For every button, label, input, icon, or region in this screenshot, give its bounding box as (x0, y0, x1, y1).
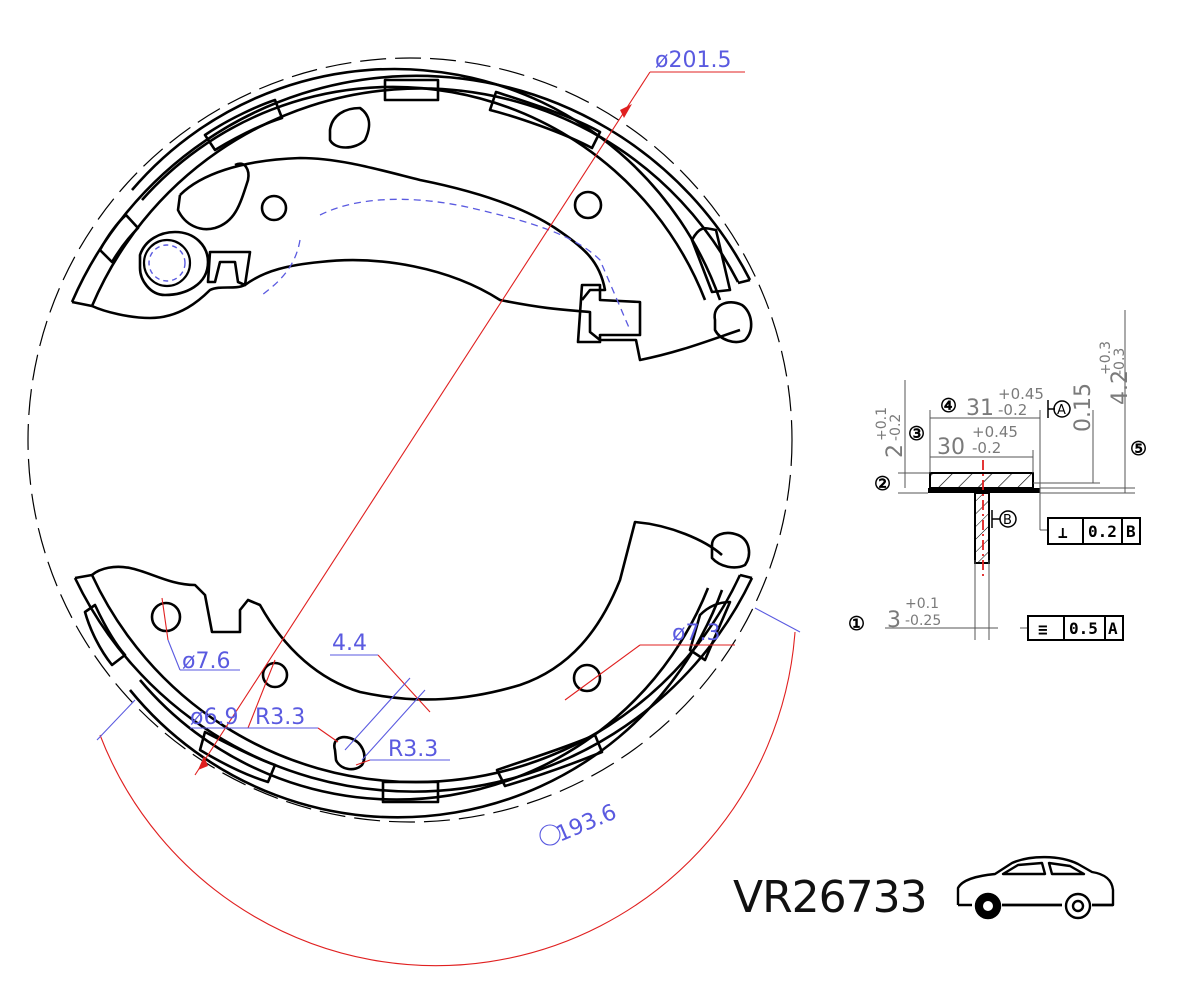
dim-lining-thickness-upper: +0.1 (874, 407, 890, 441)
sym-value: 0.5 (1069, 619, 1098, 638)
web-section (974, 492, 990, 564)
datum-a-label: A (1057, 403, 1066, 418)
dim-table-width-lower: -0.2 (972, 439, 1001, 457)
ref-mark-2: ② (874, 473, 891, 495)
dim-radius-1: R3.3 (255, 705, 305, 730)
perp-datum: B (1126, 522, 1136, 541)
upper-web (91, 258, 741, 362)
lower-hole-right (572, 663, 602, 693)
slot-top-center (383, 78, 440, 102)
dim-lining-width-lower: -0.2 (998, 401, 1027, 419)
dim-lining-arc: 193.6 (553, 800, 621, 848)
upper-lining-inner (90, 87, 740, 307)
upper-rim-inner (141, 85, 707, 301)
sym-datum: A (1108, 619, 1118, 638)
lower-slot (333, 735, 366, 771)
symmetry-frame: ≡ 0.5 A (1027, 615, 1124, 641)
perpendicularity-frame: ⊥ 0.2 B (1047, 517, 1141, 545)
datum-b-label: B (1003, 513, 1012, 528)
dim-table-width: 30 (937, 435, 965, 460)
dim-hole-left: ø7.6 (182, 649, 230, 674)
ref-mark-3: ③ (908, 423, 925, 445)
dim-total-thickness-upper: +0.3 (1098, 341, 1114, 375)
dim-total-thickness: 4.2 (1108, 370, 1133, 405)
upper-rim-outer (131, 67, 722, 301)
sedan-car-icon (956, 855, 1115, 920)
dim-lining-width-upper: +0.45 (998, 385, 1044, 403)
dim-web-thickness-upper: +0.1 (905, 596, 939, 612)
upper-shoe (70, 67, 753, 362)
lower-shoe (73, 520, 754, 819)
perp-symbol: ⊥ (1058, 523, 1068, 542)
ref-mark-5: ⑤ (1130, 438, 1147, 460)
sym-symbol: ≡ (1038, 620, 1048, 639)
dim-radius-2: R3.3 (388, 737, 438, 762)
lower-web (91, 520, 723, 701)
lower-hole-left (150, 601, 182, 633)
slot-bottom-center (381, 780, 440, 804)
lower-hole-small (261, 661, 289, 689)
table-section (928, 488, 1040, 493)
section-view: 31 +0.45 -0.2 30 +0.45 -0.2 2 +0.1 -0.2 … (848, 310, 1147, 641)
part-number: VR26733 (733, 872, 927, 923)
upper-top-hole (573, 190, 603, 220)
dim-table-width-upper: +0.45 (972, 423, 1018, 441)
dim-web-thickness: 3 (887, 608, 901, 633)
lower-rim-outer (128, 589, 724, 819)
dim-gap: 0.15 (1071, 383, 1096, 432)
main-view: ø201.5 193.6 ø7.6 ø7.3 ø6.9 R3.3 (27, 48, 801, 967)
lower-lining-outer (73, 577, 754, 793)
dim-outer-diameter: ø201.5 (655, 48, 731, 73)
ref-mark-1: ① (848, 613, 865, 635)
upper-lining-outer (70, 74, 752, 303)
dim-total-thickness-lower: -0.3 (1112, 348, 1128, 375)
dim-hole-small: ø6.9 (190, 705, 238, 730)
lower-rim-inner (139, 587, 710, 801)
lining-section (929, 472, 1034, 489)
dim-slot-width: 4.4 (332, 631, 367, 656)
dim-web-thickness-lower: -0.25 (905, 613, 941, 629)
dim-lining-thickness: 2 (883, 444, 908, 458)
dim-lining-width: 31 (966, 396, 994, 421)
upper-hole (260, 194, 288, 222)
ref-mark-4: ④ (940, 395, 957, 417)
dim-hole-right: ø7.3 (672, 621, 720, 646)
dim-lining-thickness-lower: -0.2 (888, 414, 904, 441)
perp-value: 0.2 (1088, 522, 1117, 541)
drum-circle (27, 57, 793, 823)
